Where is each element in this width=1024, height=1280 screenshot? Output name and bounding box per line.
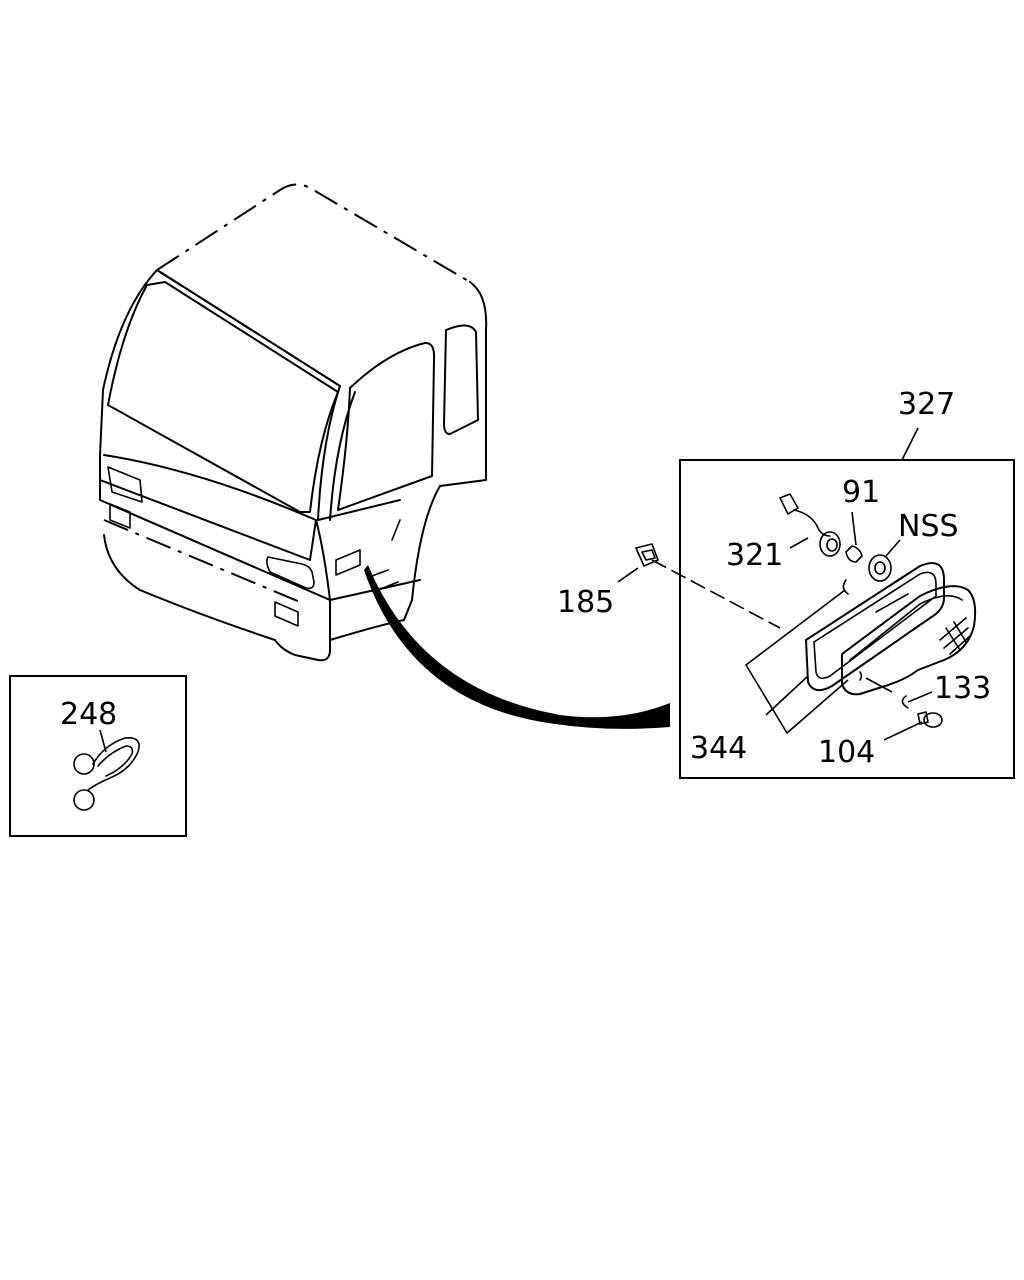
callout-91: 91: [842, 475, 880, 510]
callout-133: 133: [934, 671, 991, 706]
callout-104: 104: [818, 735, 875, 770]
callout-344: 344: [690, 731, 747, 766]
callout-248: 248: [60, 697, 117, 732]
callout-nss: NSS: [898, 509, 959, 544]
callout-321: 321: [726, 538, 783, 573]
detail-box-327: [617, 427, 1015, 779]
callout-185: 185: [557, 585, 614, 620]
detail-box-248: [9, 675, 187, 837]
detail-leader-arrow: [364, 565, 670, 729]
truck-cab-illustration: [99, 183, 488, 662]
callout-327: 327: [898, 387, 955, 422]
